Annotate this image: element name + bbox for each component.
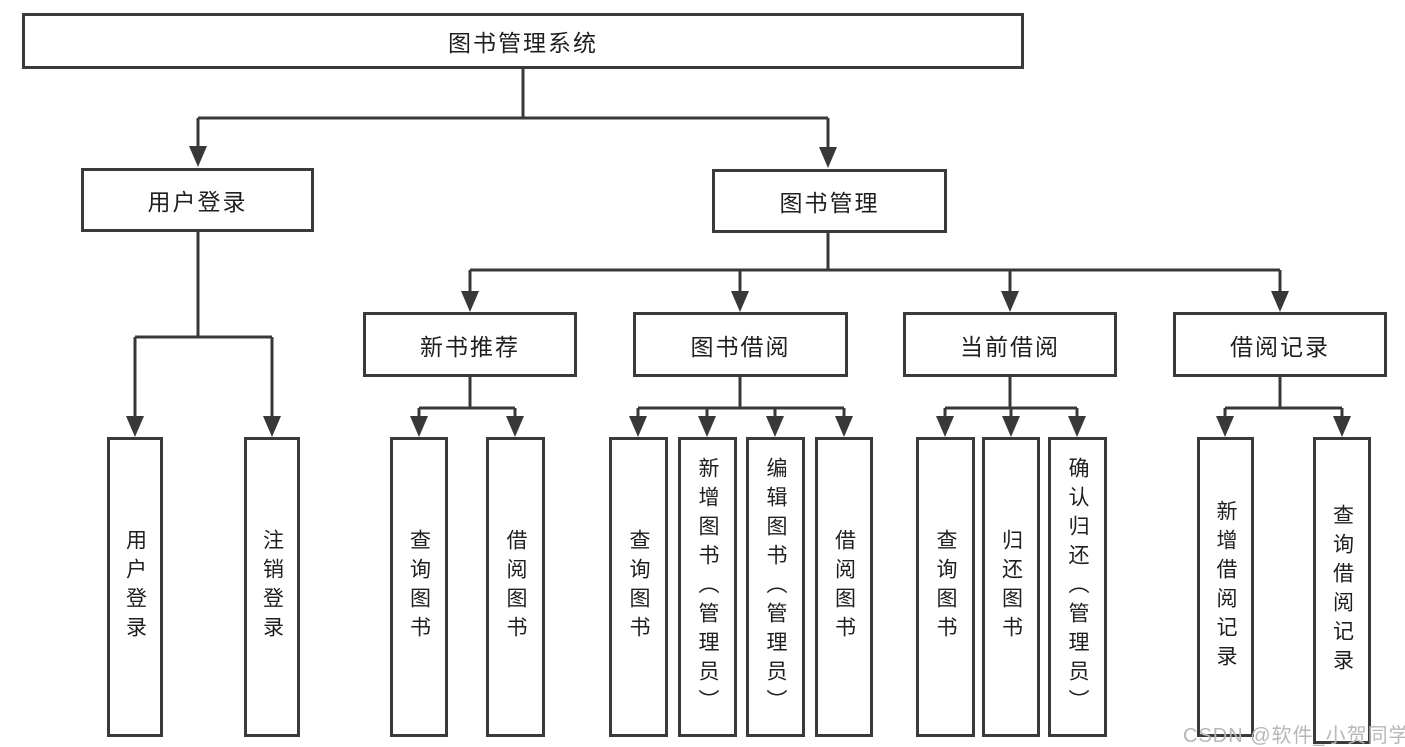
leaf-borrow-books-1: 借阅图书 [486, 437, 545, 737]
leaf-query-books-1: 查询图书 [390, 437, 448, 737]
node-current-borrowing: 当前借阅 [903, 312, 1117, 377]
node-label: 确认归还（管理员） [1066, 456, 1089, 718]
node-new-book-recommendation: 新书推荐 [363, 312, 577, 377]
connector-line [943, 377, 1079, 420]
node-label: 借阅图书 [504, 529, 527, 645]
connector-line [196, 69, 830, 149]
connector-borrowing-records-to-leaves [1216, 377, 1351, 437]
node-label: 当前借阅 [960, 333, 1060, 360]
leaf-query-borrow-record: 查询借阅记录 [1313, 437, 1371, 744]
connector-book-management-to-level2 [461, 233, 1289, 312]
arrowhead-icon [410, 416, 428, 437]
node-label: 新书推荐 [420, 333, 520, 360]
leaf-add-books-admin: 新增图书（管理员） [678, 437, 737, 737]
connector-new-book-recommendation-to-leaves [410, 377, 524, 437]
arrowhead-icon [835, 416, 853, 437]
leaf-return-books: 归还图书 [982, 437, 1040, 737]
arrowhead-icon [1333, 416, 1351, 437]
connector-root-to-level1 [189, 69, 837, 168]
node-library-management-system: 图书管理系统 [22, 13, 1024, 69]
node-book-management: 图书管理 [712, 169, 947, 233]
node-label: 借阅记录 [1230, 333, 1330, 360]
connector-book-borrowing-to-leaves [629, 377, 853, 437]
node-label: 注销登录 [260, 529, 284, 645]
arrowhead-icon [936, 416, 954, 437]
connector-line [1223, 377, 1344, 420]
arrowhead-icon [263, 416, 281, 437]
node-label: 新增借阅记录 [1214, 500, 1237, 674]
arrowhead-icon [1002, 416, 1020, 437]
node-label: 图书借阅 [690, 333, 791, 360]
node-label: 图书管理系统 [448, 30, 598, 56]
arrowhead-icon [819, 147, 837, 168]
arrowhead-icon [506, 416, 524, 437]
node-borrowing-records: 借阅记录 [1173, 312, 1387, 377]
leaf-user-login: 用户登录 [107, 437, 163, 737]
leaf-borrow-books-2: 借阅图书 [815, 437, 873, 737]
arrowhead-icon [698, 416, 716, 437]
leaf-confirm-return-admin: 确认归还（管理员） [1048, 437, 1107, 737]
leaf-logout: 注销登录 [244, 437, 300, 737]
connector-line [636, 377, 846, 420]
arrowhead-icon [629, 416, 647, 437]
connector-user-login-to-leaves [126, 232, 281, 437]
arrowhead-icon [731, 291, 749, 312]
connector-current-borrowing-to-leaves [936, 377, 1086, 437]
connector-line [133, 232, 274, 419]
node-label: 查询图书 [934, 529, 957, 645]
connector-line [417, 377, 517, 420]
node-label: 用户登录 [147, 189, 248, 215]
node-label: 查询借阅记录 [1330, 503, 1354, 678]
node-book-borrowing: 图书借阅 [633, 312, 848, 377]
node-label: 借阅图书 [832, 529, 856, 645]
node-label: 编辑图书（管理员） [764, 456, 787, 718]
node-user-login: 用户登录 [81, 168, 314, 232]
leaf-add-borrow-record: 新增借阅记录 [1197, 437, 1254, 737]
node-label: 用户登录 [123, 529, 147, 645]
arrowhead-icon [766, 416, 784, 437]
leaf-query-books-2: 查询图书 [609, 437, 668, 737]
connector-line [468, 233, 1282, 294]
node-label: 归还图书 [999, 529, 1023, 645]
arrowhead-icon [1271, 291, 1289, 312]
node-label: 查询图书 [407, 529, 431, 645]
node-label: 图书管理 [779, 190, 880, 216]
arrowhead-icon [126, 416, 144, 437]
watermark: CSDN @软件_小贺同学 [1183, 725, 1405, 747]
arrowhead-icon [1216, 416, 1234, 437]
arrowhead-icon [461, 291, 479, 312]
arrowhead-icon [1068, 416, 1086, 437]
arrowhead-icon [189, 146, 207, 167]
node-label: 查询图书 [627, 529, 650, 645]
arrowhead-icon [1001, 291, 1019, 312]
leaf-edit-books-admin: 编辑图书（管理员） [746, 437, 805, 737]
node-label: 新增图书（管理员） [696, 456, 719, 718]
leaf-query-books-3: 查询图书 [916, 437, 975, 737]
